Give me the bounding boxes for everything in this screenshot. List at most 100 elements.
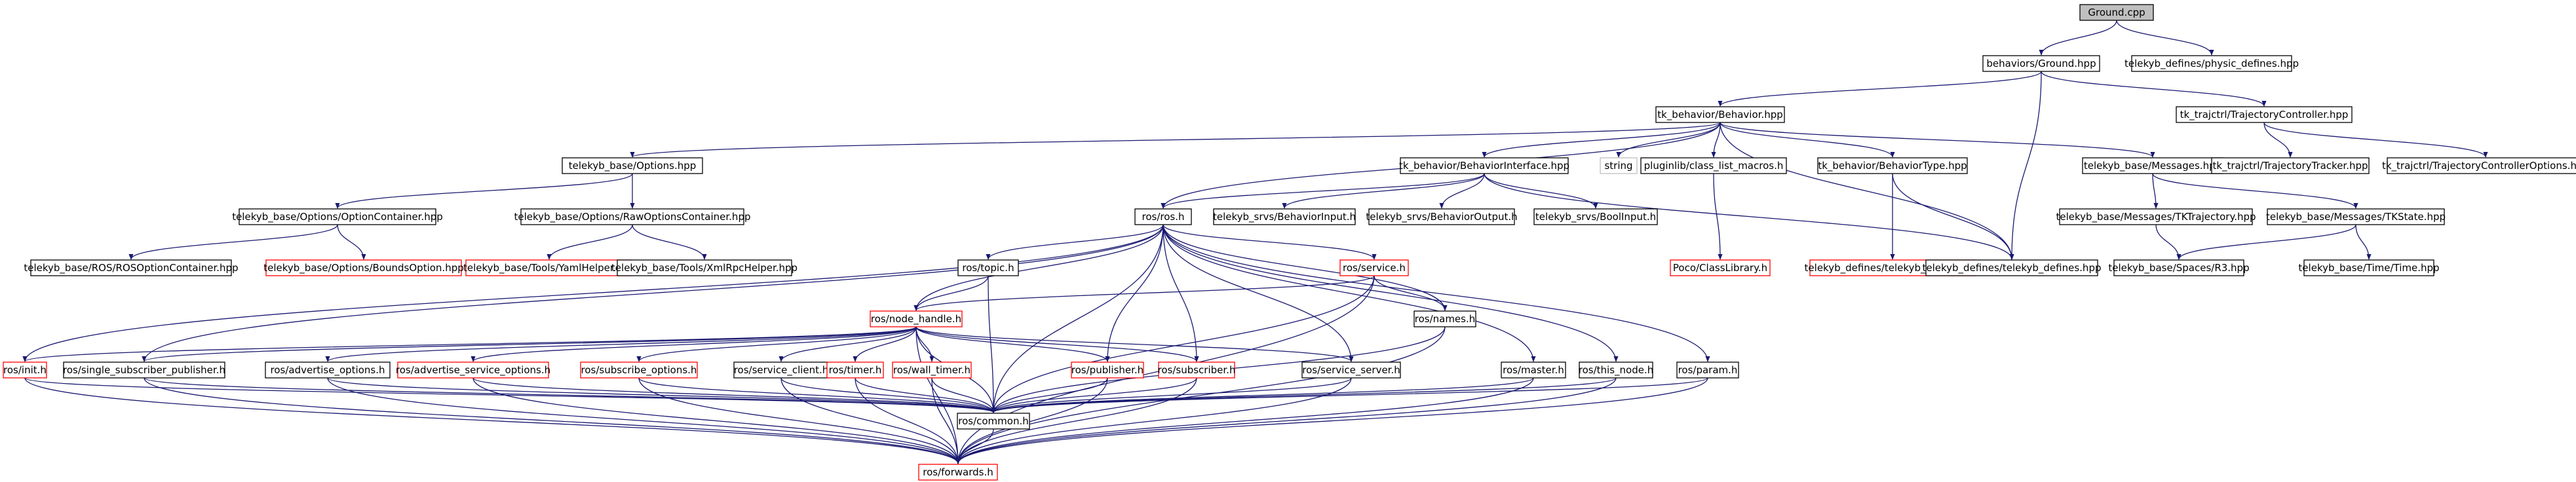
file-node-ros-names[interactable]: ros/names.h <box>1413 310 1476 327</box>
file-node-ros-param[interactable]: ros/param.h <box>1676 362 1739 379</box>
file-node-box <box>2387 157 2576 174</box>
file-node-box <box>63 362 225 379</box>
file-node-traj-tracker[interactable]: tk_trajctrl/TrajectoryTracker.hpp <box>2211 157 2370 174</box>
file-node-box <box>2131 55 2292 72</box>
file-node-telekyb-defines-hpp[interactable]: telekyb_defines/telekyb_defines.hpp <box>1923 259 2102 276</box>
file-node-behavior-type[interactable]: tk_behavior/BehaviorType.hpp <box>1817 157 1968 174</box>
file-node-ros-common[interactable]: ros/common.h <box>957 413 1030 430</box>
file-node-label: ros/master.h <box>1503 364 1564 376</box>
file-node-ros-subscriber: ros/subscriber.h <box>1158 362 1235 379</box>
file-node-label: Ground.cpp <box>2088 7 2145 18</box>
file-node-box <box>957 413 1030 430</box>
file-node-box <box>870 310 963 327</box>
file-node-xmlrpc-helper[interactable]: telekyb_base/Tools/XmlRpcHelper.hpp <box>611 259 798 276</box>
file-node-label: tk_behavior/BehaviorType.hpp <box>1818 160 1967 172</box>
include-edge-behavior_interface-to-telekyb_defines_hpp <box>1484 173 2014 260</box>
include-edge-ros_timer-to-ros_forwards <box>855 377 961 464</box>
file-node-behavior-interface[interactable]: tk_behavior/BehaviorInterface.hpp <box>1399 157 1569 174</box>
file-node-label: ros/wall_timer.h <box>893 364 971 377</box>
file-node-label: telekyb_base/ROS/ROSOptionContainer.hpp <box>24 262 238 274</box>
file-node-label: ros/advertise_service_options.h <box>396 364 550 377</box>
file-node-bool-input[interactable]: telekyb_srvs/BoolInput.h <box>1533 208 1658 225</box>
include-edge-node_handle-to-single_sub_pub <box>142 326 917 362</box>
file-node-box <box>2079 4 2154 21</box>
file-node-behavior-input[interactable]: telekyb_srvs/BehaviorInput.h <box>1213 208 1356 225</box>
file-node-label: ros/this_node.h <box>1579 364 1653 377</box>
file-node-tk-behavior-hpp[interactable]: tk_behavior/Behavior.hpp <box>1655 106 1785 123</box>
file-node-traj-controller[interactable]: tk_trajctrl/TrajectoryController.hpp <box>2176 106 2353 123</box>
include-edge-advertise_options-to-ros_forwards <box>327 377 961 464</box>
file-node-box <box>1655 106 1785 123</box>
file-node-box <box>1413 310 1476 327</box>
file-node-physic-defines[interactable]: telekyb_defines/physic_defines.hpp <box>2124 55 2299 72</box>
file-node-raw-options-container[interactable]: telekyb_base/Options/RawOptionsContainer… <box>514 208 751 225</box>
include-edge-ros_ros_h-to-ros_common <box>991 224 1164 413</box>
file-node-box <box>397 362 549 379</box>
include-edge-ros_ros_h-to-ros_topic_h <box>986 224 1164 260</box>
include-edge-node_handle-to-ros_forwards <box>915 326 961 464</box>
file-node-advertise-service-options: ros/advertise_service_options.h <box>396 362 550 379</box>
include-edge-node_handle-to-subscribe_options <box>636 326 917 362</box>
file-node-label: telekyb_srvs/BehaviorInput.h <box>1213 211 1356 223</box>
file-node-label: ros/single_subscriber_publisher.h <box>63 364 225 377</box>
include-edge-ros_master-to-ros_common <box>991 377 1534 413</box>
file-node-service-server[interactable]: ros/service_server.h <box>1301 362 1401 379</box>
file-node-ground-cpp[interactable]: Ground.cpp <box>2079 4 2154 21</box>
include-edge-ros_ros_h-to-ros_subscriber <box>1163 224 1199 362</box>
file-node-box <box>1925 259 2098 276</box>
file-node-box <box>1158 362 1235 379</box>
file-node-options-hpp[interactable]: telekyb_base/Options.hpp <box>562 157 703 174</box>
include-edge-options_hpp-to-option_container <box>335 173 633 209</box>
file-node-label: telekyb_defines/physic_defines.hpp <box>2124 58 2299 70</box>
file-node-tk-state[interactable]: telekyb_base/Messages/TKState.hpp <box>2266 208 2446 225</box>
file-node-option-container[interactable]: telekyb_base/Options/OptionContainer.hpp <box>232 208 443 225</box>
file-node-label: behaviors/Ground.hpp <box>1986 58 2096 69</box>
file-node-box <box>2211 157 2370 174</box>
file-node-ros-ros-h[interactable]: ros/ros.h <box>1134 208 1192 225</box>
file-node-label: telekyb_base/Options/BoundsOption.hpp <box>263 262 464 274</box>
file-node-ros-master[interactable]: ros/master.h <box>1501 362 1566 379</box>
include-edge-advertise_service_options-to-ros_forwards <box>472 377 961 464</box>
include-edge-ros_ros_h-to-ros_service_h <box>1163 224 1377 260</box>
include-edge-node_handle-to-ros_subscriber <box>915 326 1199 362</box>
file-node-label: ros/ros.h <box>1142 211 1185 223</box>
include-edge-service_client-to-ros_forwards <box>780 377 961 464</box>
file-node-label: tk_behavior/BehaviorInterface.hpp <box>1399 160 1569 172</box>
include-edge-ros_service_h-to-ros_names <box>1374 275 1448 311</box>
include-edge-ros_init-to-ros_forwards <box>24 377 961 464</box>
file-node-single-sub-pub[interactable]: ros/single_subscriber_publisher.h <box>63 362 225 379</box>
file-node-this-node[interactable]: ros/this_node.h <box>1579 362 1653 379</box>
file-node-behaviors-ground-hpp[interactable]: behaviors/Ground.hpp <box>1982 55 2100 72</box>
include-edge-ros_timer-to-ros_common <box>855 377 996 413</box>
include-edge-ground_cpp-to-physic_defines <box>2116 20 2214 56</box>
file-node-ros-topic-h[interactable]: ros/topic.h <box>957 259 1019 276</box>
include-edge-ros_init-to-ros_common <box>24 377 996 413</box>
file-node-box <box>239 208 436 225</box>
file-node-box <box>2267 208 2445 225</box>
file-node-service-client[interactable]: ros/service_client.h <box>733 362 829 379</box>
file-node-traj-ctrl-options[interactable]: tk_trajctrl/TrajectoryControllerOptions.… <box>2382 157 2576 174</box>
include-edge-behaviors_ground_hpp-to-telekyb_defines_hpp <box>2009 71 2042 260</box>
file-node-ros-init: ros/init.h <box>3 362 47 379</box>
file-node-poco-class-library: Poco/ClassLibrary.h <box>1670 259 1771 276</box>
file-node-tk-trajectory[interactable]: telekyb_base/Messages/TKTrajectory.hpp <box>2056 208 2256 225</box>
file-node-behavior-output[interactable]: telekyb_srvs/BehaviorOutput.h <box>1366 208 1518 225</box>
file-node-box <box>918 464 998 481</box>
file-node-label: ros/service_server.h <box>1302 364 1400 377</box>
file-node-advertise-options[interactable]: ros/advertise_options.h <box>265 362 391 379</box>
node-layer: Ground.cpp behaviors/Ground.hpp telekyb_de… <box>3 4 2576 481</box>
file-node-label: Poco/ClassLibrary.h <box>1673 262 1767 274</box>
file-node-label: ros/names.h <box>1415 313 1476 325</box>
file-node-wall-timer: ros/wall_timer.h <box>892 362 972 379</box>
file-node-r3-hpp[interactable]: telekyb_base/Spaces/R3.hpp <box>2108 259 2250 276</box>
file-node-messages-hpp[interactable]: telekyb_base/Messages.hpp <box>2082 157 2223 174</box>
file-node-ros-option-container[interactable]: telekyb_base/ROS/ROSOptionContainer.hpp <box>24 259 239 276</box>
file-node-time-hpp[interactable]: telekyb_base/Time/Time.hpp <box>2298 259 2440 276</box>
file-node-class-list-macros[interactable]: pluginlib/class_list_macros.h <box>1640 157 1787 174</box>
file-node-label: telekyb_srvs/BoolInput.h <box>1535 211 1656 223</box>
include-edge-advertise_service_options-to-ros_common <box>472 377 996 413</box>
file-node-label: ros/topic.h <box>962 262 1014 274</box>
file-node-label: telekyb_base/Options/RawOptionsContainer… <box>514 211 751 223</box>
include-edge-subscribe_options-to-ros_common <box>638 377 996 413</box>
file-node-label: ros/advertise_options.h <box>271 364 385 377</box>
